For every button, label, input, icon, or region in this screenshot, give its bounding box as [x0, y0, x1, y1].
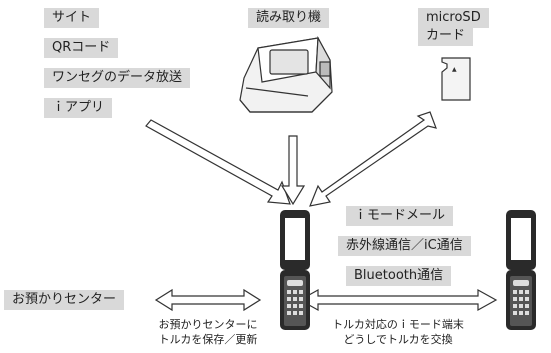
- microsd-label-line2: カード: [418, 26, 474, 46]
- method-label-bluetooth: Bluetooth通信: [346, 266, 452, 286]
- method-label-infrared-ic: 赤外線通信／iC通信: [338, 236, 471, 256]
- card-reader-label: 読み取り機: [248, 8, 330, 28]
- deposit-center-caption-line2: トルカを保存／更新: [158, 333, 258, 346]
- arrow-microsd-phone: [309, 111, 437, 207]
- card-reader-icon: [239, 35, 333, 113]
- arrow-reader-to-phone: [280, 135, 306, 206]
- source-label-site: サイト: [44, 8, 100, 28]
- arrow-sources-to-phone: [145, 119, 291, 205]
- microsd-card-icon: ▲: [441, 57, 471, 101]
- mobile-phone-left-icon: [280, 210, 310, 330]
- deposit-center-caption-line1: お預かりセンターに: [158, 318, 258, 331]
- method-label-imode-mail: ｉモードメール: [346, 206, 454, 226]
- phone-exchange-caption-line1: トルカ対応のｉモード端末: [332, 318, 464, 331]
- phone-exchange-caption-line2: どうしでトルカを交換: [343, 333, 453, 346]
- source-label-qr-code: QRコード: [44, 38, 119, 58]
- source-label-oneseg-data-broadcast: ワンセグのデータ放送: [44, 68, 191, 88]
- microsd-label-line1: microSD: [418, 8, 489, 28]
- svg-text:▲: ▲: [452, 66, 457, 73]
- source-label-i-appli: ｉアプリ: [44, 98, 113, 118]
- arrow-phone-to-phone: [298, 288, 498, 312]
- arrow-deposit-center-phone: [154, 288, 262, 312]
- mobile-phone-right-icon: [506, 210, 536, 330]
- deposit-center-label: お預かりセンター: [4, 290, 125, 310]
